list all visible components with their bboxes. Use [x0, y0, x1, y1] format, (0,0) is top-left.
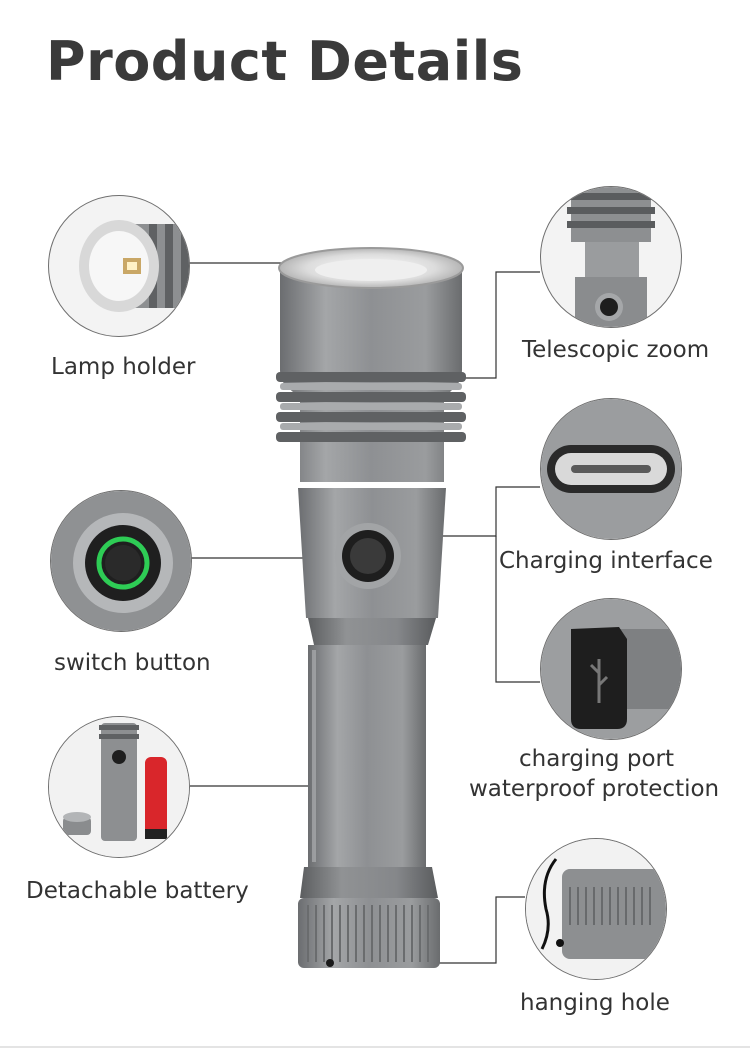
charging-port-label-line1: charging port — [519, 746, 674, 772]
page-title: Product Details — [46, 30, 524, 93]
hanging-hole-label: hanging hole — [520, 990, 670, 1016]
charging-interface-label: Charging interface — [499, 548, 713, 574]
hanging-hole-circle — [525, 838, 667, 980]
detachable-battery-circle — [48, 716, 190, 858]
usb-c-port-image — [541, 399, 681, 539]
battery-image — [49, 717, 189, 857]
lamp-holder-image — [79, 220, 189, 312]
flashlight-image — [276, 247, 466, 968]
charging-port-label-line2: waterproof protection — [469, 776, 720, 802]
telescopic-zoom-image — [567, 187, 655, 327]
telescopic-zoom-label: Telescopic zoom — [522, 337, 710, 363]
switch-button-image — [51, 491, 191, 631]
charging-interface-circle — [540, 398, 682, 540]
hanging-hole-image — [526, 839, 666, 979]
waterproof-cover-image — [541, 599, 681, 739]
detachable-battery-label: Detachable battery — [26, 878, 249, 904]
bottom-divider — [0, 1046, 750, 1048]
charging-port-circle — [540, 598, 682, 740]
lamp-holder-label: Lamp holder — [51, 354, 196, 380]
lamp-holder-circle — [48, 195, 190, 337]
switch-button-label: switch button — [54, 650, 211, 676]
telescopic-zoom-circle — [540, 186, 682, 328]
switch-button-circle — [50, 490, 192, 632]
